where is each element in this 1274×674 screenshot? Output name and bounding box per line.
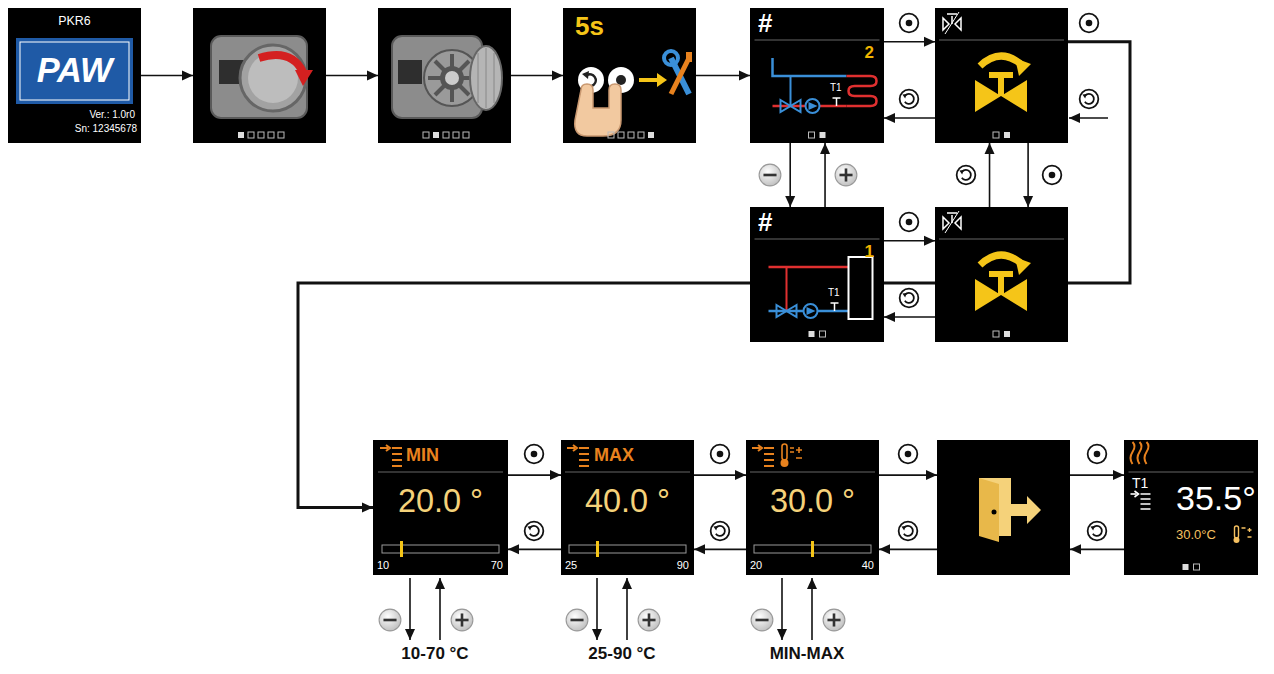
- screen-box: [378, 8, 511, 143]
- screen-text: 5s: [575, 12, 604, 41]
- side-arrows: [1069, 117, 1108, 119]
- screen-text: 70: [491, 559, 503, 571]
- screen-text: #: [758, 9, 772, 38]
- screen-text: 2: [865, 44, 874, 63]
- screen-text: MIN: [406, 446, 439, 466]
- screen-text: 10: [377, 559, 389, 571]
- flow-arrow: [989, 143, 991, 207]
- screen-box: PKR6PAW Ver.: 1.0r0Sn: 12345678: [8, 8, 141, 143]
- screen-box: [935, 207, 1068, 342]
- screen-text: PAW: [8, 52, 141, 90]
- valve-direction-screen: [935, 8, 1068, 143]
- flow-arrow: [884, 41, 935, 43]
- screen-text: 30.0°C: [1176, 528, 1216, 542]
- adjust-controls: [379, 578, 845, 640]
- screen-text: T1: [830, 82, 842, 93]
- screen-text: 20: [750, 559, 762, 571]
- screen-text: Ver.: 1.0r0: [89, 109, 135, 120]
- flow-arrow: [884, 117, 935, 119]
- flow-arrow: [696, 75, 750, 77]
- flow-arrow: [511, 75, 563, 77]
- screen-text: T1: [828, 287, 840, 298]
- screen-box: 5s: [563, 8, 696, 143]
- screen-box: [193, 8, 326, 143]
- flow-arrow: [1070, 474, 1124, 476]
- exit-screen: [937, 440, 1070, 575]
- knob-removed-screen: [378, 8, 511, 143]
- flow-arrow: [879, 474, 937, 476]
- flow-arrow: [694, 474, 746, 476]
- range-label: 10-70 °C: [401, 644, 468, 664]
- screen-text: 30.0 °: [746, 484, 879, 520]
- flow-arrow: [1027, 143, 1029, 207]
- flow-arrow: [789, 143, 791, 207]
- screen-text: T1: [1132, 476, 1148, 491]
- screen-box: [935, 8, 1068, 143]
- screen-text: #: [758, 208, 772, 237]
- flow-arrow: [694, 549, 746, 551]
- screen-text: MAX: [594, 446, 634, 466]
- flow-arrow: [141, 75, 193, 77]
- screen-box: 30.0 ° 20 40: [746, 440, 879, 575]
- flow-arrow: [508, 549, 561, 551]
- screen-text: 40: [862, 559, 874, 571]
- valve-direction-screen: [935, 207, 1068, 342]
- screen-box: [937, 440, 1070, 575]
- screen-box: MIN 20.0 ° 10 70: [373, 440, 508, 575]
- knob-screen: [193, 8, 326, 143]
- screen-text: 20.0 °: [373, 484, 508, 520]
- screen-box: #2T1: [750, 8, 884, 143]
- flow-arrow: [508, 474, 561, 476]
- flow-arrow: [884, 316, 935, 318]
- flow-arrow: [326, 75, 378, 77]
- screen-box: #1T1: [750, 207, 884, 342]
- screen-text: Sn: 12345678: [75, 123, 137, 134]
- screen-box: T1 35.5° 30.0°C: [1124, 440, 1258, 575]
- screen-text: 90: [677, 559, 689, 571]
- screen-text: 35.5°: [1176, 480, 1256, 517]
- range-label: 25-90 °C: [588, 644, 655, 664]
- flow-arrow: [879, 549, 937, 551]
- screen-text: 40.0 °: [561, 484, 694, 520]
- screen-text: 25: [565, 559, 577, 571]
- flow-arrow: [884, 240, 935, 242]
- flow-arrow: [824, 143, 826, 207]
- screen-text: 1: [865, 243, 874, 262]
- screen-box: MAX 40.0 ° 25 90: [561, 440, 694, 575]
- screen-text: PKR6: [8, 15, 141, 29]
- range-label: MIN-MAX: [770, 644, 845, 664]
- flow-arrow: [1070, 549, 1124, 551]
